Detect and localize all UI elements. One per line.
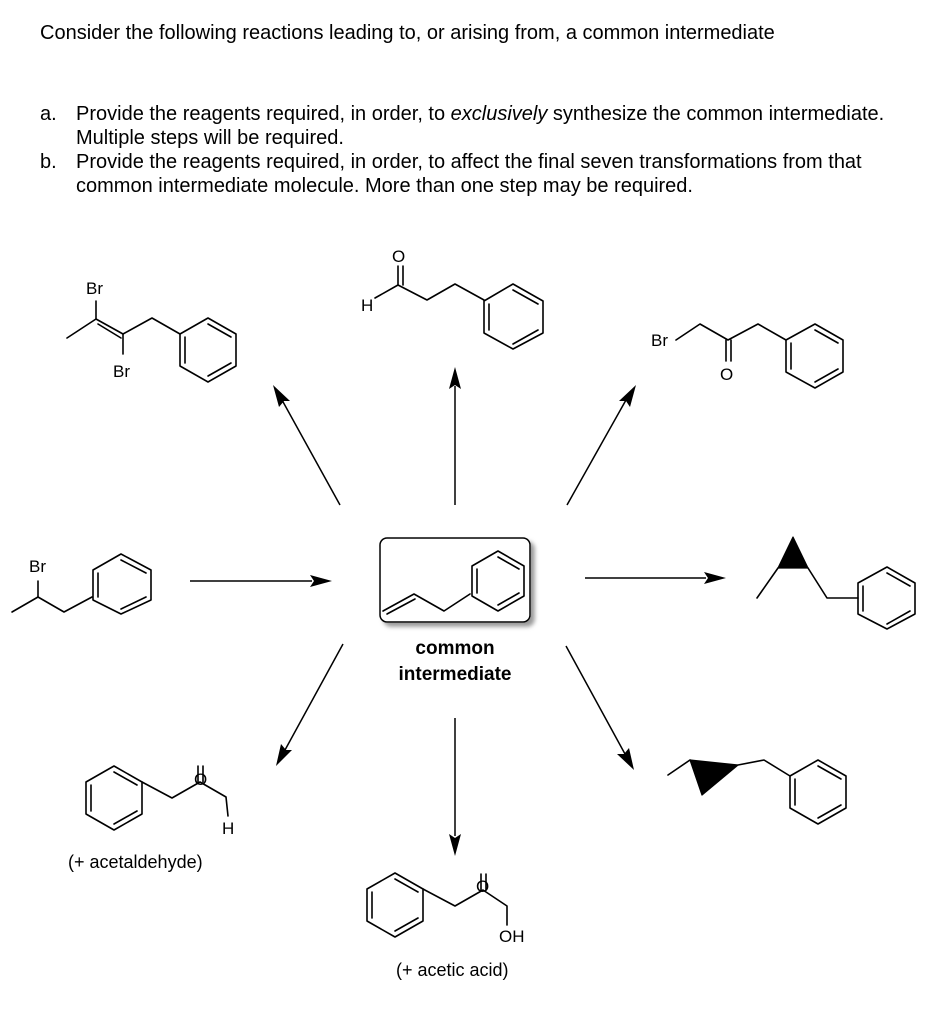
product-bromoketone: O Br bbox=[651, 323, 844, 389]
arrow-to-dibromoalkene bbox=[273, 385, 341, 506]
question-a: a. Provide the reagents required, in ord… bbox=[40, 102, 935, 150]
arrow-to-bromoketone bbox=[566, 385, 636, 506]
atom-br: Br bbox=[113, 362, 130, 381]
atom-h: H bbox=[222, 819, 234, 838]
atom-o: O bbox=[194, 770, 207, 789]
atom-o: O bbox=[392, 247, 405, 266]
arrow-to-phenylpropanal bbox=[449, 367, 461, 505]
atom-o: O bbox=[720, 365, 733, 384]
atom-o: O bbox=[476, 877, 489, 896]
question-a-text-start: Provide the reagents required, in order,… bbox=[76, 103, 451, 125]
atom-h: H bbox=[361, 296, 373, 315]
product-cyclopropane-a bbox=[756, 536, 916, 630]
intro-text: Consider the following reactions leading… bbox=[40, 22, 775, 44]
arrow-to-phenylacetic-acid bbox=[449, 718, 461, 856]
question-a-label: a. bbox=[40, 103, 57, 125]
atom-br: Br bbox=[651, 331, 668, 350]
product-phenylpropanal: O H bbox=[361, 247, 544, 350]
arrow-to-cyclopropane-a bbox=[585, 572, 726, 584]
atom-oh: OH bbox=[499, 927, 525, 946]
atom-br: Br bbox=[86, 279, 103, 298]
common-intermediate: common intermediate bbox=[379, 537, 531, 685]
arrow-to-cyclopropane-b bbox=[565, 645, 634, 770]
product-phenylacetaldehyde: O H (+ acetaldehyde) bbox=[68, 765, 234, 872]
arrow-from-bromide bbox=[190, 575, 332, 587]
question-list: a. Provide the reagents required, in ord… bbox=[40, 102, 935, 198]
arrow-to-phenylacetaldehyde bbox=[276, 643, 344, 766]
product-phenylacetic-acid: O OH (+ acetic acid) bbox=[366, 872, 525, 980]
allylbenzene-structure bbox=[382, 550, 525, 615]
intermediate-box bbox=[379, 537, 531, 623]
product-cyclopropane-b bbox=[667, 759, 847, 825]
intermediate-label-line1: common bbox=[415, 638, 494, 659]
question-a-emphasis: exclusively bbox=[450, 103, 548, 125]
question-b: b. Provide the reagents required, in ord… bbox=[40, 150, 935, 198]
product-dibromoalkene: Br Br bbox=[66, 279, 237, 383]
caption-acetic-acid: (+ acetic acid) bbox=[396, 960, 509, 980]
intermediate-label-line2: intermediate bbox=[399, 664, 512, 685]
question-b-text: Provide the reagents required, in order,… bbox=[76, 151, 862, 197]
starting-material-bromide: Br bbox=[11, 553, 152, 615]
atom-br: Br bbox=[29, 557, 46, 576]
caption-acetaldehyde: (+ acetaldehyde) bbox=[68, 852, 203, 872]
question-a-text-end: synthesize the common intermediate. Mult… bbox=[76, 103, 885, 149]
question-b-label: b. bbox=[40, 151, 57, 173]
